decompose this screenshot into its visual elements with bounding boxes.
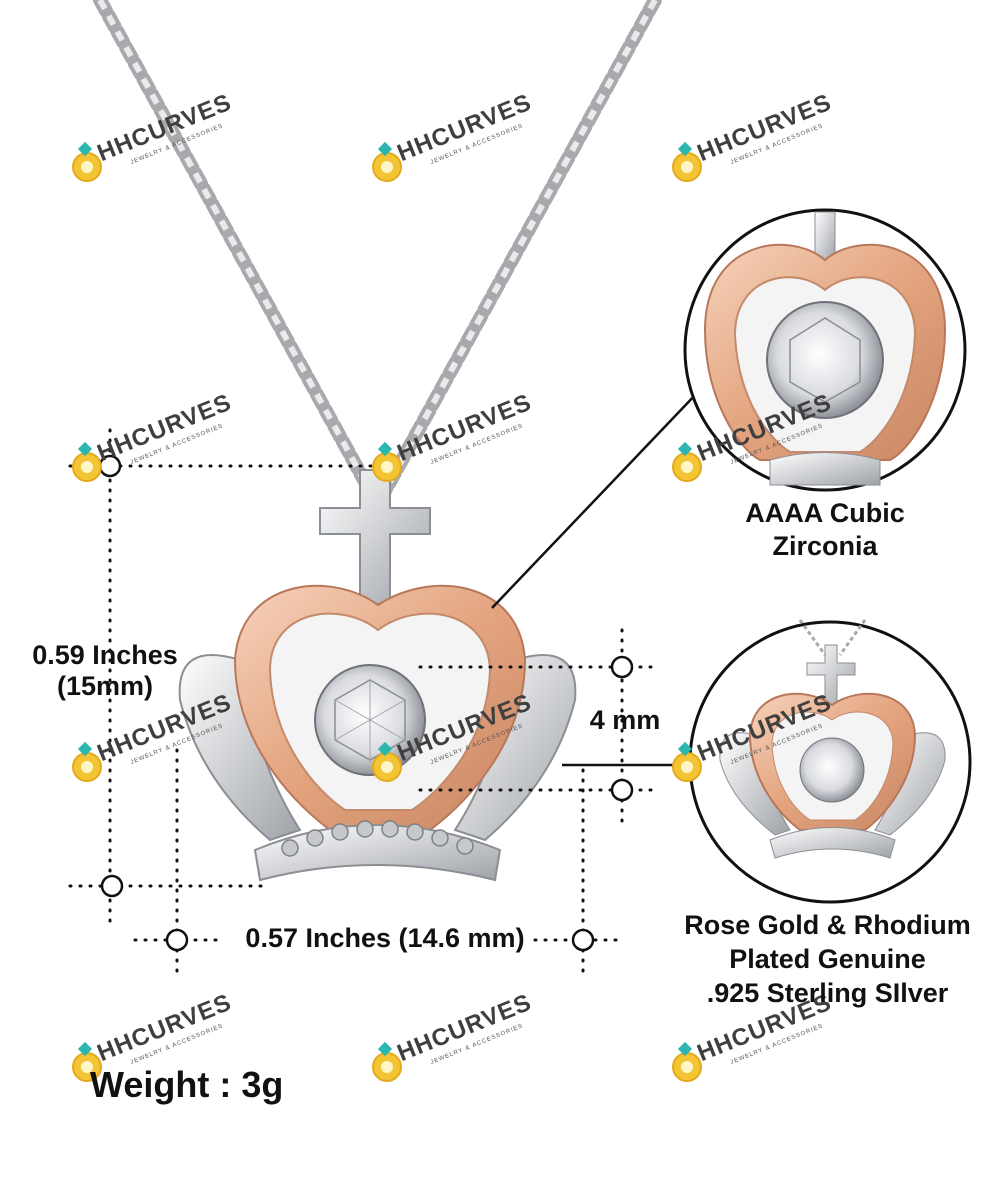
height-label: 0.59 Inches (15mm) — [10, 640, 200, 702]
stone-zoom-circle — [683, 208, 967, 492]
stone-callout: AAAA Cubic Zirconia — [700, 497, 950, 563]
weight-label: Weight : 3g — [90, 1064, 284, 1105]
pendant-zoom-circle — [688, 619, 972, 904]
metal-callout-line3: .925 Sterling SIlver — [706, 978, 949, 1008]
crown-pendant — [178, 469, 577, 882]
width-label: 0.57 Inches (14.6 mm) — [245, 923, 525, 953]
metal-callout: Rose Gold & Rhodium Plated Genuine .925 … — [650, 908, 1000, 1010]
metal-callout-line1: Rose Gold & Rhodium — [684, 910, 971, 940]
height-inches: 0.59 Inches — [32, 640, 178, 670]
measurement-markers — [98, 454, 634, 952]
callout-line — [491, 391, 699, 609]
height-mm: (15mm) — [56, 671, 154, 701]
chain — [93, 0, 662, 507]
stone-size-label: 4 mm — [589, 705, 661, 735]
stone-callout-line2: Zirconia — [772, 531, 878, 561]
stone-callout-line1: AAAA Cubic — [745, 498, 905, 528]
metal-callout-line2: Plated Genuine — [729, 944, 926, 974]
